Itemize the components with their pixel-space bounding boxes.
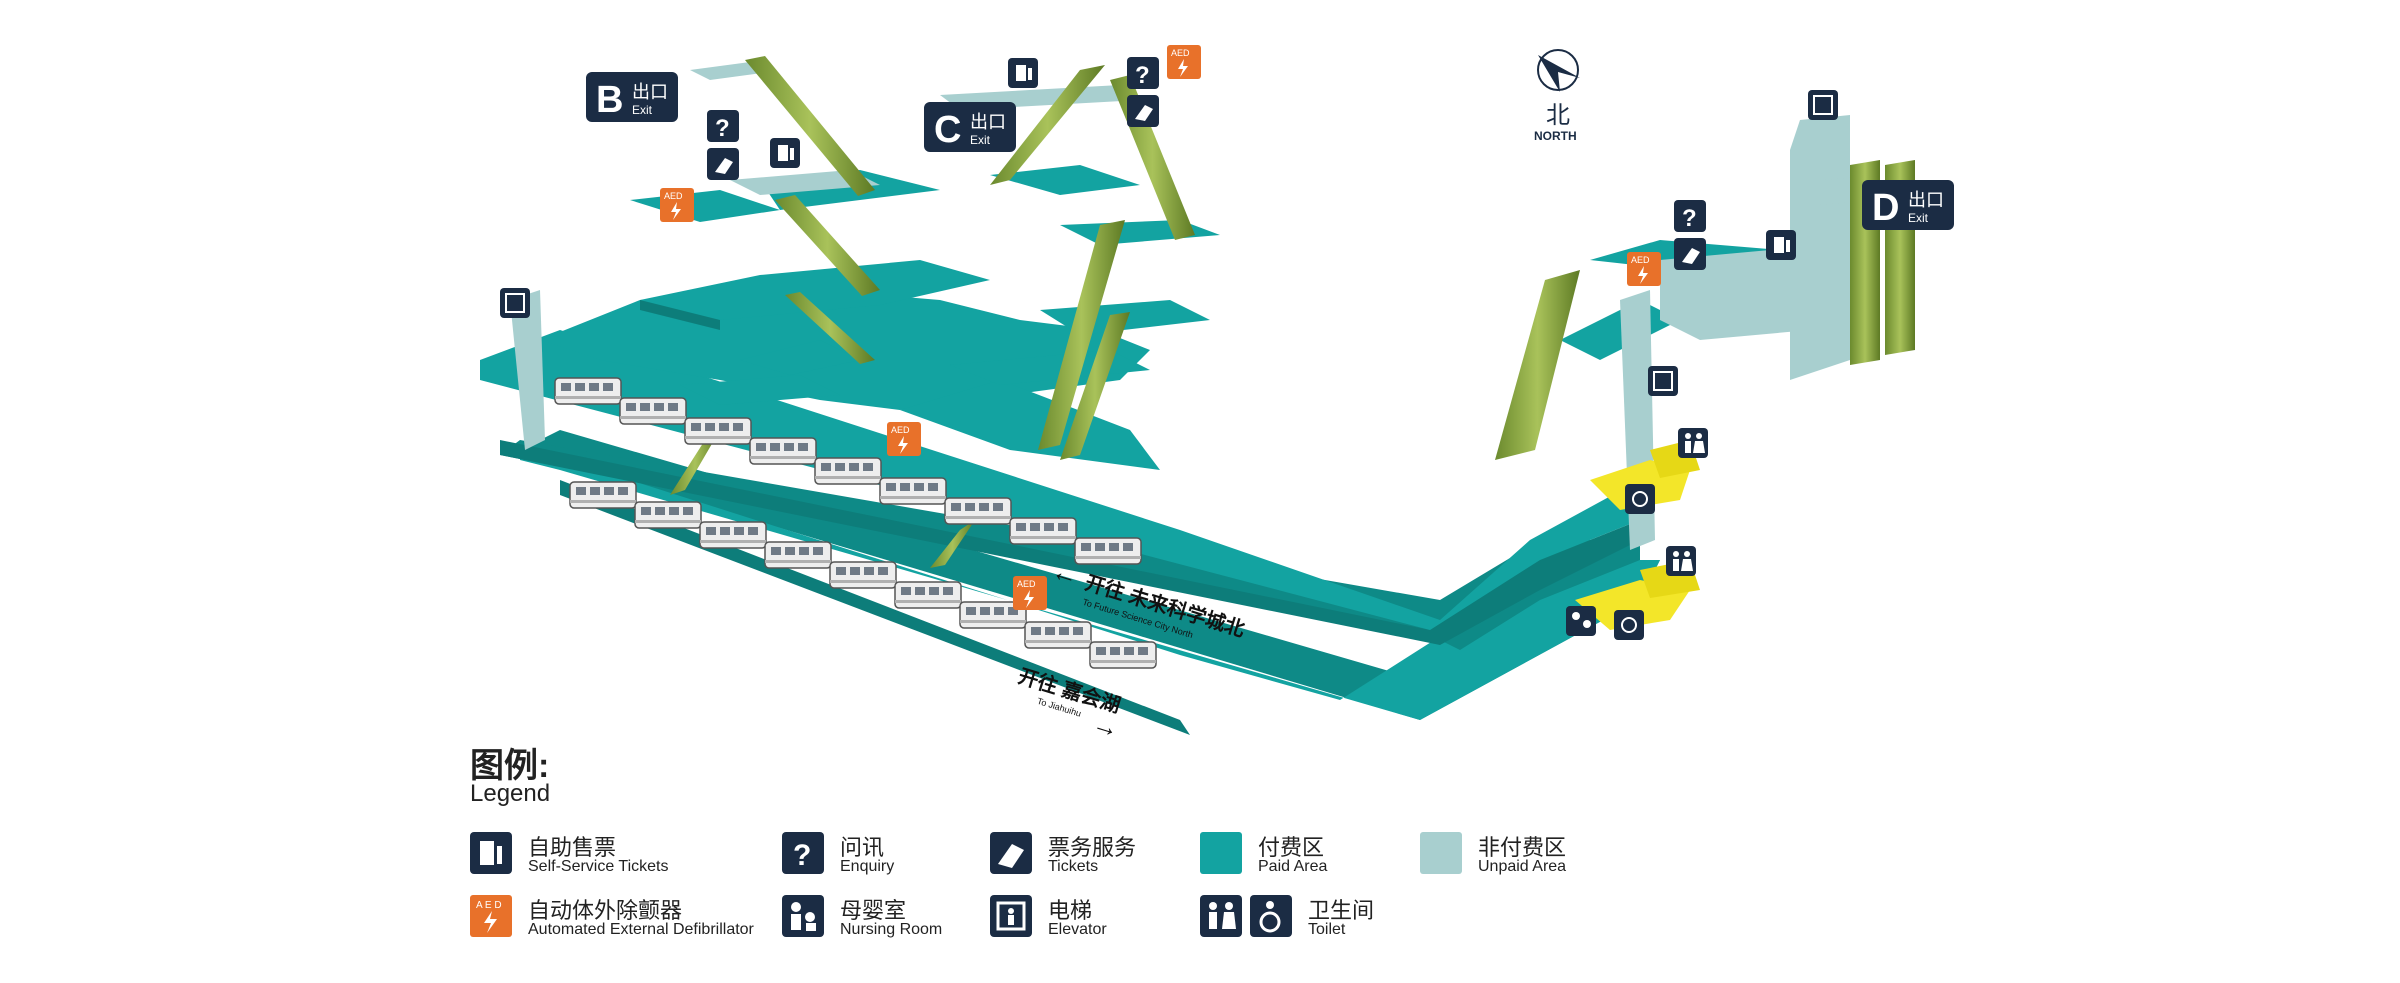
enquiry-icon: ? — [782, 832, 824, 874]
svg-text:?: ? — [1682, 205, 1697, 232]
toilet-icon — [1200, 895, 1242, 937]
legend: 图例: Legend 自助售票 Self-Service Tickets ? 问… — [470, 738, 1620, 958]
aed-map-icon-4: AED — [1013, 576, 1047, 610]
legend-en: Unpaid Area — [1478, 858, 1567, 875]
legend-en: Enquiry — [840, 858, 895, 875]
elevator-map-icon-2 — [1808, 90, 1838, 120]
self-service-ticket-icon — [470, 832, 512, 874]
aed-map-icon-3: AED — [887, 422, 921, 456]
ticket-service-map-icon-2 — [1127, 95, 1159, 127]
exit-c-en: Exit — [970, 133, 991, 147]
aed-badge-1: AED — [664, 191, 683, 201]
self-service-map-icon-2 — [1008, 58, 1038, 88]
legend-item-toilet: 卫生间 Toilet — [1200, 893, 1460, 945]
legend-item-self-service: 自助售票 Self-Service Tickets — [470, 830, 730, 882]
legend-en: Toilet — [1308, 921, 1346, 938]
legend-en: Self-Service Tickets — [528, 858, 669, 875]
legend-item-tickets: 票务服务 Tickets — [990, 830, 1250, 882]
legend-cn: 卫生间 — [1308, 898, 1375, 923]
escalators — [670, 56, 1915, 568]
legend-cn: 问讯 — [840, 835, 885, 860]
north-compass: 北 NORTH — [1534, 49, 1580, 143]
exit-b-cn: 出口 — [632, 82, 668, 102]
aed-badge-4: AED — [1017, 579, 1036, 589]
aed-map-icon-2: AED — [1167, 45, 1201, 79]
exit-d-en: Exit — [1908, 211, 1929, 225]
aed-map-icon-1: AED — [660, 188, 694, 222]
svg-text:A E D: A E D — [476, 900, 502, 911]
nursing-room-icon — [782, 895, 824, 937]
legend-en: Automated External Defibrillator — [528, 921, 754, 938]
legend-item-enquiry: ? 问讯 Enquiry — [782, 830, 1042, 882]
self-service-map-icon-3 — [1766, 230, 1796, 260]
svg-text:?: ? — [793, 839, 811, 872]
exit-b-en: Exit — [632, 103, 653, 117]
exit-d-label: D 出口 Exit — [1862, 180, 1954, 230]
accessible-toilet-icon — [1250, 895, 1292, 937]
toilet-map-icon-2 — [1666, 546, 1696, 576]
exit-c-label: C 出口 Exit — [924, 102, 1016, 152]
legend-en: Elevator — [1048, 921, 1107, 938]
compass-cn: 北 — [1546, 102, 1570, 129]
legend-item-unpaid-area: 非付费区 Unpaid Area — [1420, 830, 1680, 882]
svg-text:?: ? — [1135, 62, 1150, 89]
aed-badge-3: AED — [891, 425, 910, 435]
legend-item-elevator: 电梯 Elevator — [990, 893, 1250, 945]
accessible-toilet-map-icon-2 — [1614, 610, 1644, 640]
exit-c-letter: C — [934, 109, 961, 151]
aed-map-icon-5: AED — [1627, 252, 1661, 286]
direction-lower: 开往 嘉会湖 To Jiahuihu → — [1016, 664, 1124, 744]
elevator-map-icon-1 — [500, 288, 530, 318]
concourse-decks — [630, 165, 1780, 405]
nursing-room-map-icon — [1566, 606, 1596, 636]
ticket-service-map-icon-3 — [1674, 238, 1706, 270]
exit-d-cn: 出口 — [1908, 190, 1944, 210]
legend-cn: 票务服务 — [1048, 835, 1137, 860]
toilet-map-icon-1 — [1678, 428, 1708, 458]
unpaid-area-swatch — [1420, 832, 1462, 874]
legend-en: Tickets — [1048, 858, 1099, 875]
aed-icon: A E D — [470, 895, 512, 937]
legend-cn: 自助售票 — [528, 835, 617, 860]
enquiry-map-icon-1: ? — [707, 110, 739, 142]
legend-title-cn: 图例: — [470, 747, 550, 785]
legend-item-paid-area: 付费区 Paid Area — [1200, 830, 1460, 882]
legend-cn: 电梯 — [1048, 898, 1093, 923]
self-service-map-icon-1 — [770, 138, 800, 168]
elevator-map-icon-3 — [1648, 366, 1678, 396]
legend-cn: 自动体外除颤器 — [528, 898, 683, 923]
exit-b-label: B 出口 Exit — [586, 72, 678, 122]
exit-d-letter: D — [1872, 187, 1899, 229]
legend-item-aed: A E D 自动体外除颤器 Automated External Defibri… — [470, 893, 770, 945]
paid-area-swatch — [1200, 832, 1242, 874]
aed-badge-5: AED — [1631, 255, 1650, 265]
exit-c-cn: 出口 — [970, 112, 1006, 132]
legend-en: Paid Area — [1258, 858, 1328, 875]
compass-arrow-icon — [1538, 55, 1580, 92]
legend-en: Nursing Room — [840, 921, 943, 938]
exit-b-letter: B — [596, 79, 623, 121]
aed-badge-2: AED — [1171, 48, 1190, 58]
elevator-icon — [990, 895, 1032, 937]
accessible-toilet-map-icon-1 — [1625, 484, 1655, 514]
legend-cn: 付费区 — [1258, 835, 1325, 860]
legend-cn: 母婴室 — [840, 898, 907, 923]
legend-item-nursing-room: 母婴室 Nursing Room — [782, 893, 1042, 945]
enquiry-map-icon-2: ? — [1127, 57, 1159, 89]
ticket-service-icon — [990, 832, 1032, 874]
enquiry-map-icon-3: ? — [1674, 200, 1706, 232]
compass-en: NORTH — [1534, 129, 1577, 143]
legend-title-en: Legend — [470, 780, 551, 807]
svg-text:?: ? — [715, 115, 730, 142]
ticket-service-map-icon-1 — [707, 148, 739, 180]
legend-cn: 非付费区 — [1478, 835, 1567, 860]
